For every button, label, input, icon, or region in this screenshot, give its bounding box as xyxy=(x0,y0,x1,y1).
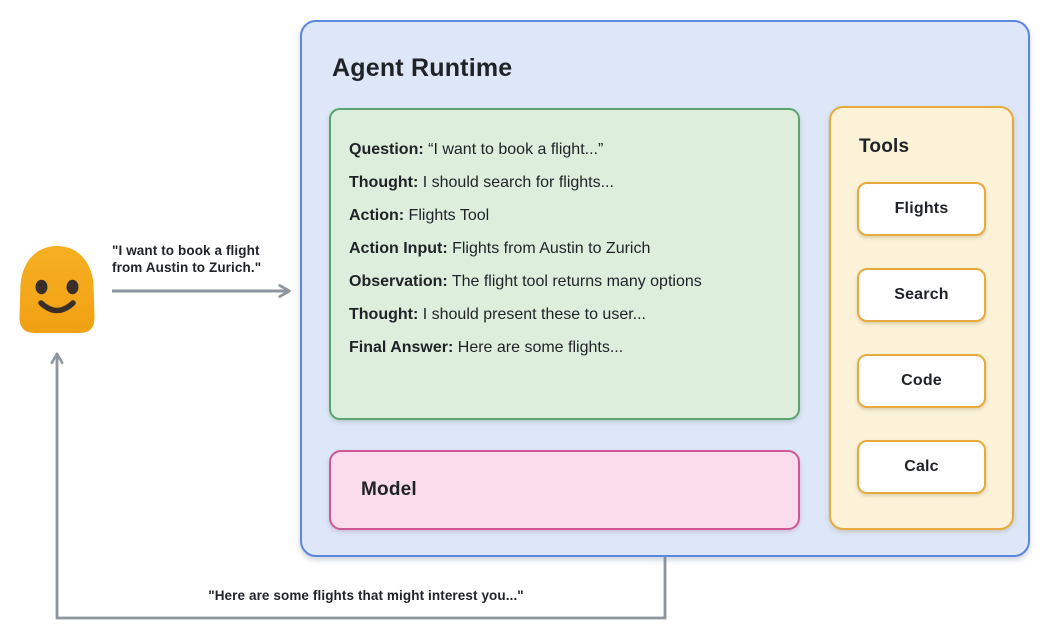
user-request-line2: from Austin to Zurich." xyxy=(112,260,262,275)
trace-line: Observation: The flight tool returns man… xyxy=(349,265,784,298)
tools-title: Tools xyxy=(859,136,910,157)
tool-button-calc: Calc xyxy=(857,440,986,494)
trace-line-label: Observation: xyxy=(349,273,448,290)
trace-line: Question: “I want to book a flight...” xyxy=(349,133,784,166)
tools-panel: Tools Flights Search Code Calc xyxy=(829,106,1014,530)
trace-line: Action: Flights Tool xyxy=(349,199,784,232)
trace-line: Thought: I should present these to user.… xyxy=(349,298,784,331)
trace-line: Action Input: Flights from Austin to Zur… xyxy=(349,232,784,265)
trace-line-text: “I want to book a flight...” xyxy=(423,141,604,158)
tool-button-search: Search xyxy=(857,268,986,322)
agent-runtime-title: Agent Runtime xyxy=(332,54,513,82)
tool-button-code: Code xyxy=(857,354,986,408)
trace-line: Final Answer: Here are some flights... xyxy=(349,331,784,364)
user-response-label: "Here are some flights that might intere… xyxy=(208,588,524,603)
agent-runtime-panel: Agent Runtime Question: “I want to book … xyxy=(300,20,1030,557)
trace-line-text: Here are some flights... xyxy=(453,339,624,356)
trace-line-text: Flights Tool xyxy=(404,207,490,224)
trace-line-text: I should search for flights... xyxy=(418,174,614,191)
tool-button-flights: Flights xyxy=(857,182,986,236)
trace-line-text: I should present these to user... xyxy=(418,306,646,323)
trace-line: Thought: I should search for flights... xyxy=(349,166,784,199)
trace-line-text: The flight tool returns many options xyxy=(447,273,702,290)
user-request-line1: "I want to book a flight xyxy=(112,243,260,258)
trace-line-label: Thought: xyxy=(349,306,419,323)
reasoning-trace-box: Question: “I want to book a flight...” T… xyxy=(329,108,800,420)
trace-line-label: Action Input: xyxy=(349,240,448,257)
user-request-label: "I want to book a flight from Austin to … xyxy=(112,242,302,276)
trace-line-label: Final Answer: xyxy=(349,339,454,356)
trace-line-label: Question: xyxy=(349,141,424,158)
model-label: Model xyxy=(361,479,417,500)
model-box: Model xyxy=(329,450,800,530)
trace-line-label: Action: xyxy=(349,207,405,224)
trace-line-text: Flights from Austin to Zurich xyxy=(447,240,651,257)
user-smiley-icon xyxy=(19,246,95,333)
trace-line-label: Thought: xyxy=(349,174,419,191)
